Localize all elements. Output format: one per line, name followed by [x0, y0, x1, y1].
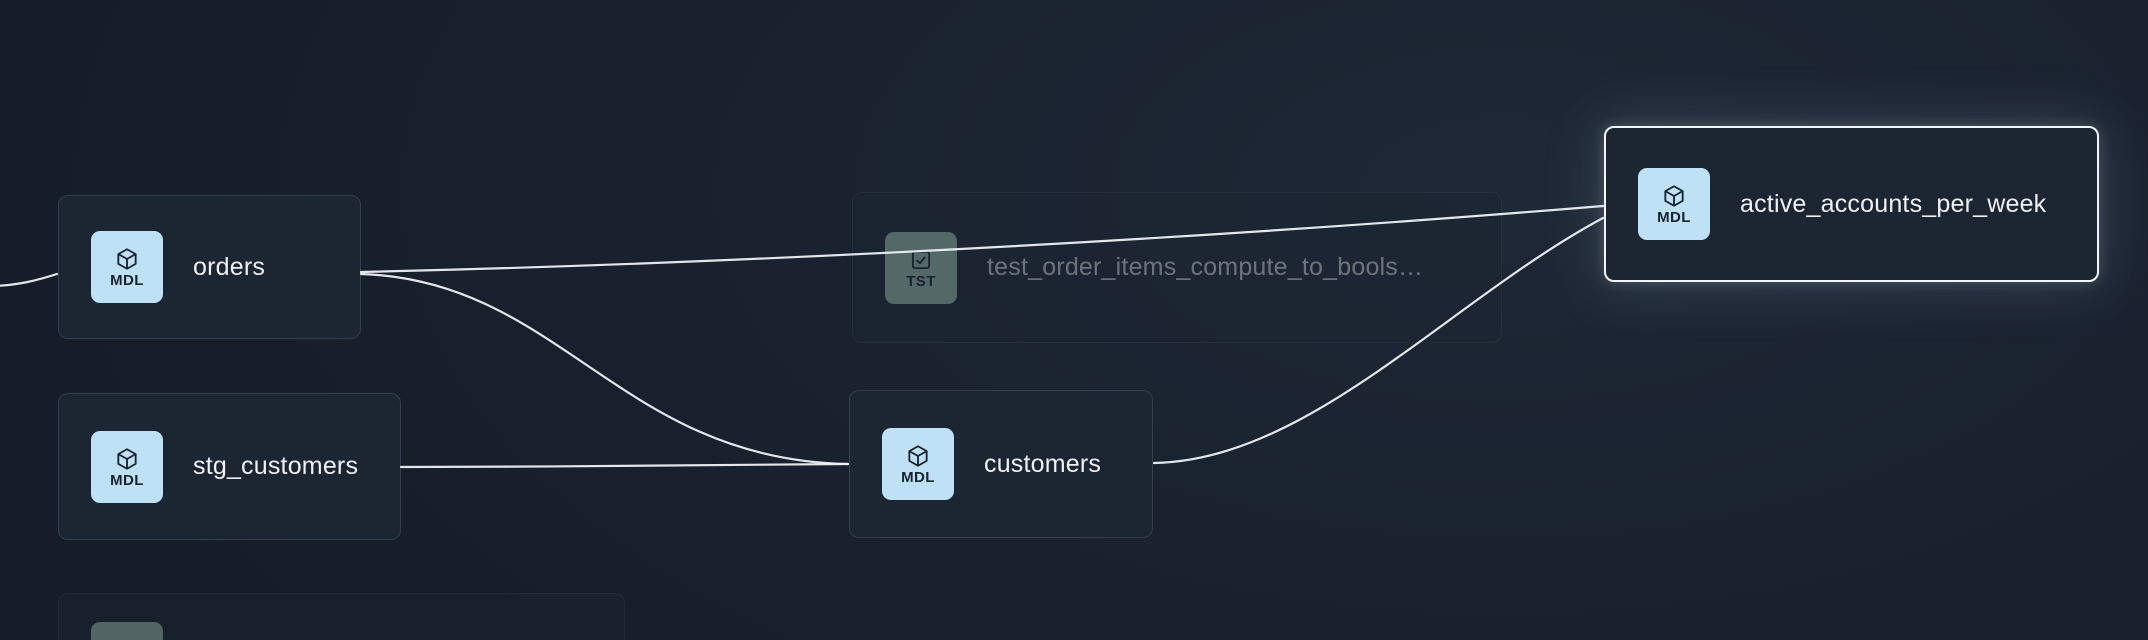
badge-label: MDL	[1657, 209, 1691, 226]
node-active-accounts-per-week[interactable]: MDL active_accounts_per_week	[1604, 126, 2099, 282]
cube-icon	[1664, 185, 1684, 207]
badge-label: TST	[906, 272, 936, 290]
model-badge: MDL	[91, 430, 163, 503]
edge-upstream-into-orders	[0, 272, 59, 287]
node-label: orders	[193, 252, 266, 281]
cube-icon	[117, 248, 137, 270]
node-orders[interactable]: MDL orders	[58, 195, 361, 339]
node-label: customers	[984, 449, 1102, 478]
node-label: test_order_items_compute_to_bools…	[987, 253, 1424, 281]
node-partial-bottom[interactable]	[58, 593, 625, 640]
badge-label: MDL	[110, 272, 144, 289]
node-stg-customers[interactable]: MDL stg_customers	[58, 393, 401, 540]
node-label: active_accounts_per_week	[1740, 189, 2047, 218]
badge-label: MDL	[110, 471, 144, 489]
model-badge: MDL	[882, 428, 954, 500]
edge-orders-to-customers	[359, 272, 850, 466]
node-label: stg_customers	[193, 452, 359, 480]
node-customers[interactable]: MDL customers	[849, 390, 1153, 538]
cube-icon	[908, 445, 928, 467]
test-badge	[91, 622, 163, 640]
cube-icon	[117, 447, 137, 470]
model-badge: MDL	[91, 231, 163, 303]
badge-label: MDL	[901, 469, 935, 486]
edge-stg-customers-to-customers	[399, 462, 850, 469]
model-badge: MDL	[1638, 168, 1710, 240]
node-test-order-items[interactable]: TST test_order_items_compute_to_bools…	[852, 192, 1502, 343]
test-check-icon	[911, 250, 931, 269]
test-badge: TST	[885, 231, 957, 304]
